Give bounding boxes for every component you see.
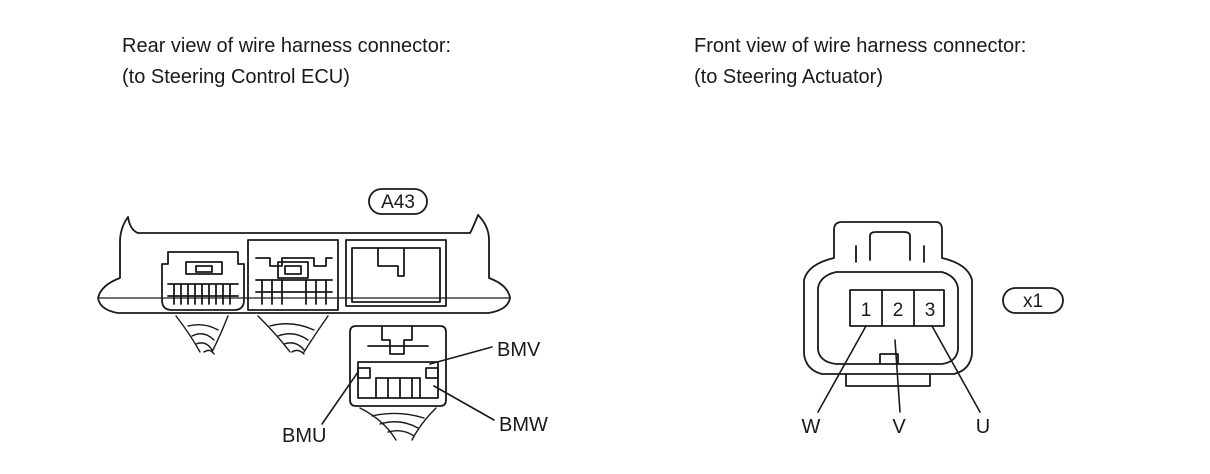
label-bmv: BMV (497, 339, 541, 361)
label-bmu: BMU (282, 425, 326, 447)
connector-code-badge-a43: A43 (368, 188, 428, 215)
connector-code-a43: A43 (381, 192, 415, 213)
left-caption-line1: Rear view of wire harness connector: (122, 35, 452, 57)
wire-harness-middle (257, 315, 329, 355)
ecu-housing (97, 214, 511, 314)
ecu-connector-middle (247, 239, 339, 311)
left-view-caption: Rear view of wire harness connector: (to… (122, 31, 451, 93)
leader-u (931, 325, 981, 413)
detached-connector (349, 325, 447, 407)
left-caption-line2: (to Steering Control ECU) (122, 66, 350, 88)
label-bmw: BMW (499, 414, 548, 436)
right-caption-line1: Front view of wire harness connector: (694, 35, 1027, 57)
connector-code-x1: x1 (1023, 291, 1043, 312)
pin-2-number: 2 (893, 300, 904, 321)
right-view-caption: Front view of wire harness connector: (t… (694, 31, 1026, 93)
leader-w (817, 325, 867, 413)
wire-harness-detached (359, 407, 437, 441)
connector-code-badge-x1: x1 (1002, 287, 1064, 314)
wire-label-w: W (802, 416, 821, 438)
leader-bmw (433, 385, 495, 421)
ecu-connector-left (161, 251, 245, 311)
leader-bmv (429, 346, 493, 365)
right-caption-line2: (to Steering Actuator) (694, 66, 883, 88)
ecu-connector-right (345, 239, 447, 307)
leader-v (894, 339, 901, 413)
wire-harness-left (175, 315, 229, 355)
leader-bmu (321, 371, 359, 425)
pin-1-number: 1 (861, 300, 872, 321)
wire-label-u: U (976, 416, 990, 438)
wire-label-v: V (892, 416, 906, 438)
actuator-connector (803, 221, 973, 387)
pin-3-number: 3 (925, 300, 936, 321)
